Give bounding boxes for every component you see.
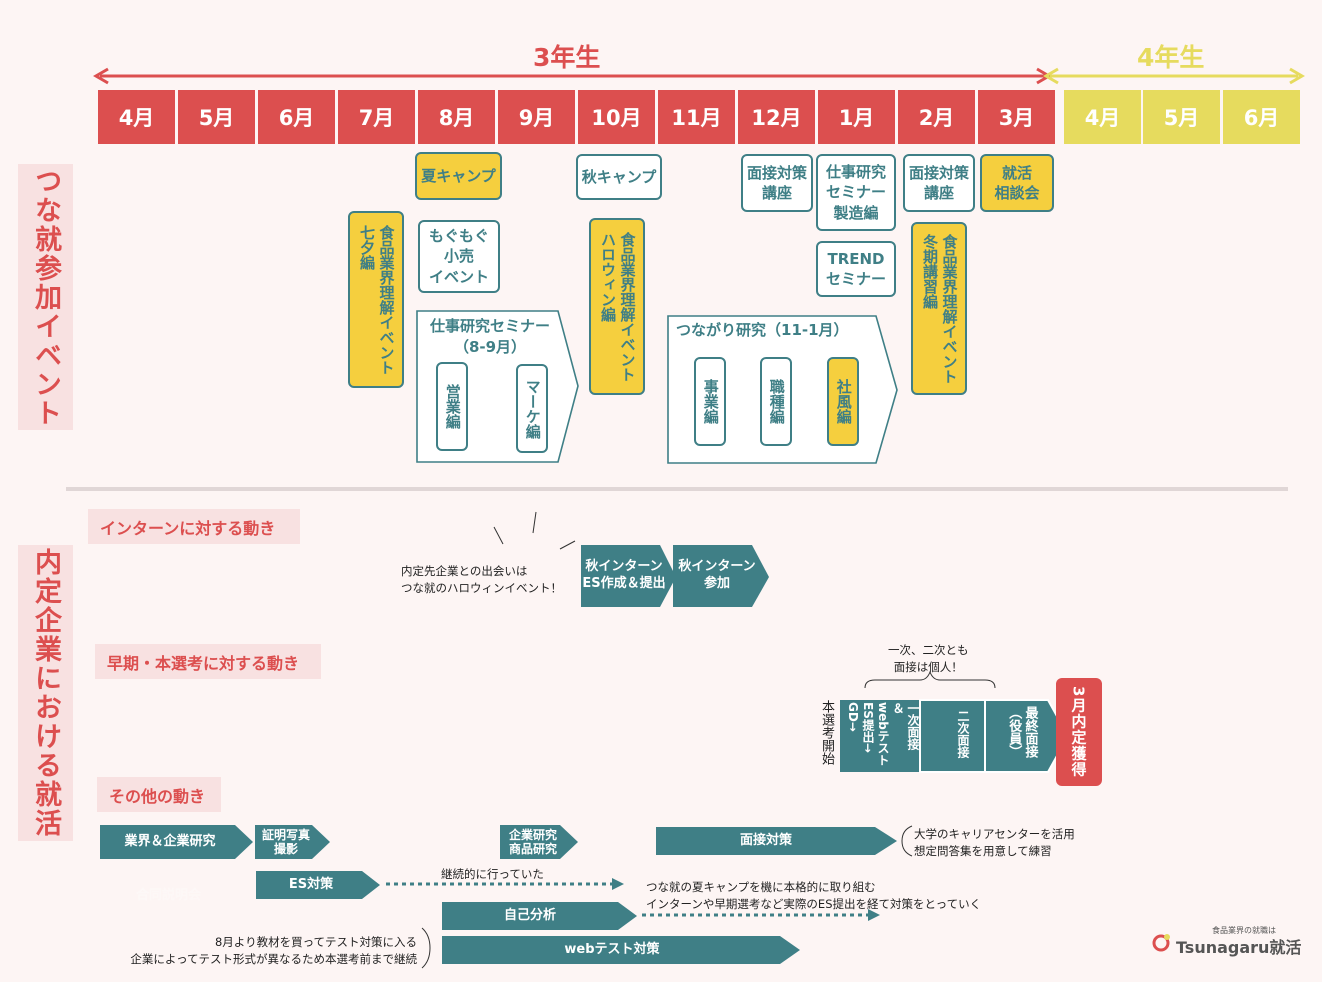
logo: 食品業界の就職は Tsunagaru就活 [1150,926,1310,957]
section-company-title: 内定企業における就活 [18,545,73,841]
month-3y-12: 3月 [978,90,1055,144]
seminar-marketing: マーケ編 [516,364,548,453]
section-other: その他の動き [97,777,221,812]
logo-tagline: 食品業界の就職は [1212,926,1276,935]
section-events-title: つな就参加イベント [18,164,73,430]
intern-note: 内定先企業との出会いは つな就のハロウィンイベント！ [401,564,562,595]
year-arrows [93,67,1305,85]
other-es-note: 継続的に行っていた [441,867,544,881]
event-job-seminar-mfg: 仕事研究 セミナー 製造編 [816,154,896,231]
section-early: 早期・本選考に対する動き [95,644,321,679]
logo-name: Tsunagaru就活 [1176,938,1302,957]
intern-step-es: 秋インターン ES作成＆提出 [582,559,666,591]
month-3y-4: 7月 [338,90,415,144]
event-winter: 食品業界理解イベント 冬期講習編 [911,222,967,395]
month-3y-11: 2月 [898,90,975,144]
event-summer-camp: 夏キャンプ [415,152,502,200]
other-photo: 証明写真 撮影 [261,827,310,856]
month-3y-3: 6月 [258,90,335,144]
event-consultation: 就活 相談会 [980,154,1054,212]
month-4y-1: 4月 [1064,90,1141,144]
selection-step-second: 二次面接 [956,710,970,758]
month-3y-8: 11月 [658,90,735,144]
event-mogumogu: もぐもぐ 小売 イベント [418,220,500,293]
selection-step-first: 一次面接 ＆ webテスト ES提出→ GD→ [846,702,920,766]
section-intern: インターンに対する動き [88,509,300,544]
month-3y-9: 12月 [738,90,815,144]
event-trend-seminar: TREND セミナー [816,241,896,297]
event-interview-seminar-1: 面接対策 講座 [741,154,813,212]
month-3y-5: 8月 [418,90,495,144]
other-faded-label: 合同説明会 [136,888,202,903]
seminar-sales: 営業編 [436,362,468,451]
section-divider [66,487,1288,491]
tsunagari-title: つながり研究（11-1月） [676,321,849,339]
other-industry-research: 業界＆企業研究 [124,833,216,849]
tsunagari-job-type: 職種編 [760,357,792,446]
other-webtest-note: 8月より教材を買ってテスト対策に入る 企業によってテスト形式が異なるため本選考前… [130,935,417,966]
selection-note: 一次、二次とも 面接は個人！ [888,643,969,674]
year4-label: 4年生 [1137,43,1205,72]
selection-result-text: 3月内定獲得 [1069,686,1088,778]
other-interview-note: 大学のキャリアセンターを活用 想定問答集を用意して練習 [914,827,1075,858]
event-interview-seminar-2: 面接対策 講座 [903,154,975,212]
other-es-prep: ES対策 [288,876,334,892]
selection-result-badge: 3月内定獲得 [1056,678,1102,786]
event-tanabata: 食品業界理解イベント 七夕編 [348,211,404,388]
selection-step-final: 最終面接 （役員） [1006,706,1038,758]
month-3y-1: 4月 [98,90,175,144]
event-halloween: 食品業界理解イベント ハロウィン編 [589,218,645,395]
other-webtest-prep: webテスト対策 [564,941,660,957]
other-interview-prep: 面接対策 [739,832,792,848]
month-3y-7: 10月 [578,90,655,144]
event-autumn-camp: 秋キャンプ [576,154,662,200]
tsunagari-culture: 社風編 [827,357,859,446]
other-self-note: つな就の夏キャンプを機に本格的に取り組む インターンや早期選考など実際のES提出… [646,880,982,911]
month-4y-3: 6月 [1223,90,1300,144]
other-self-analysis: 自己分析 [503,907,556,923]
month-4y-2: 5月 [1143,90,1220,144]
year3-label: 3年生 [533,43,601,72]
tsunagari-business: 事業編 [694,357,726,446]
other-company-research: 企業研究 商品研究 [508,827,557,856]
month-3y-2: 5月 [178,90,255,144]
selection-start-label: 本選考開始 [819,700,834,765]
month-3y-10: 1月 [818,90,895,144]
intern-step-join: 秋インターン 参加 [678,559,756,591]
month-3y-6: 9月 [498,90,575,144]
seminar-title: 仕事研究セミナー （8-9月） [429,317,550,356]
logo-mark-icon [1152,934,1170,952]
